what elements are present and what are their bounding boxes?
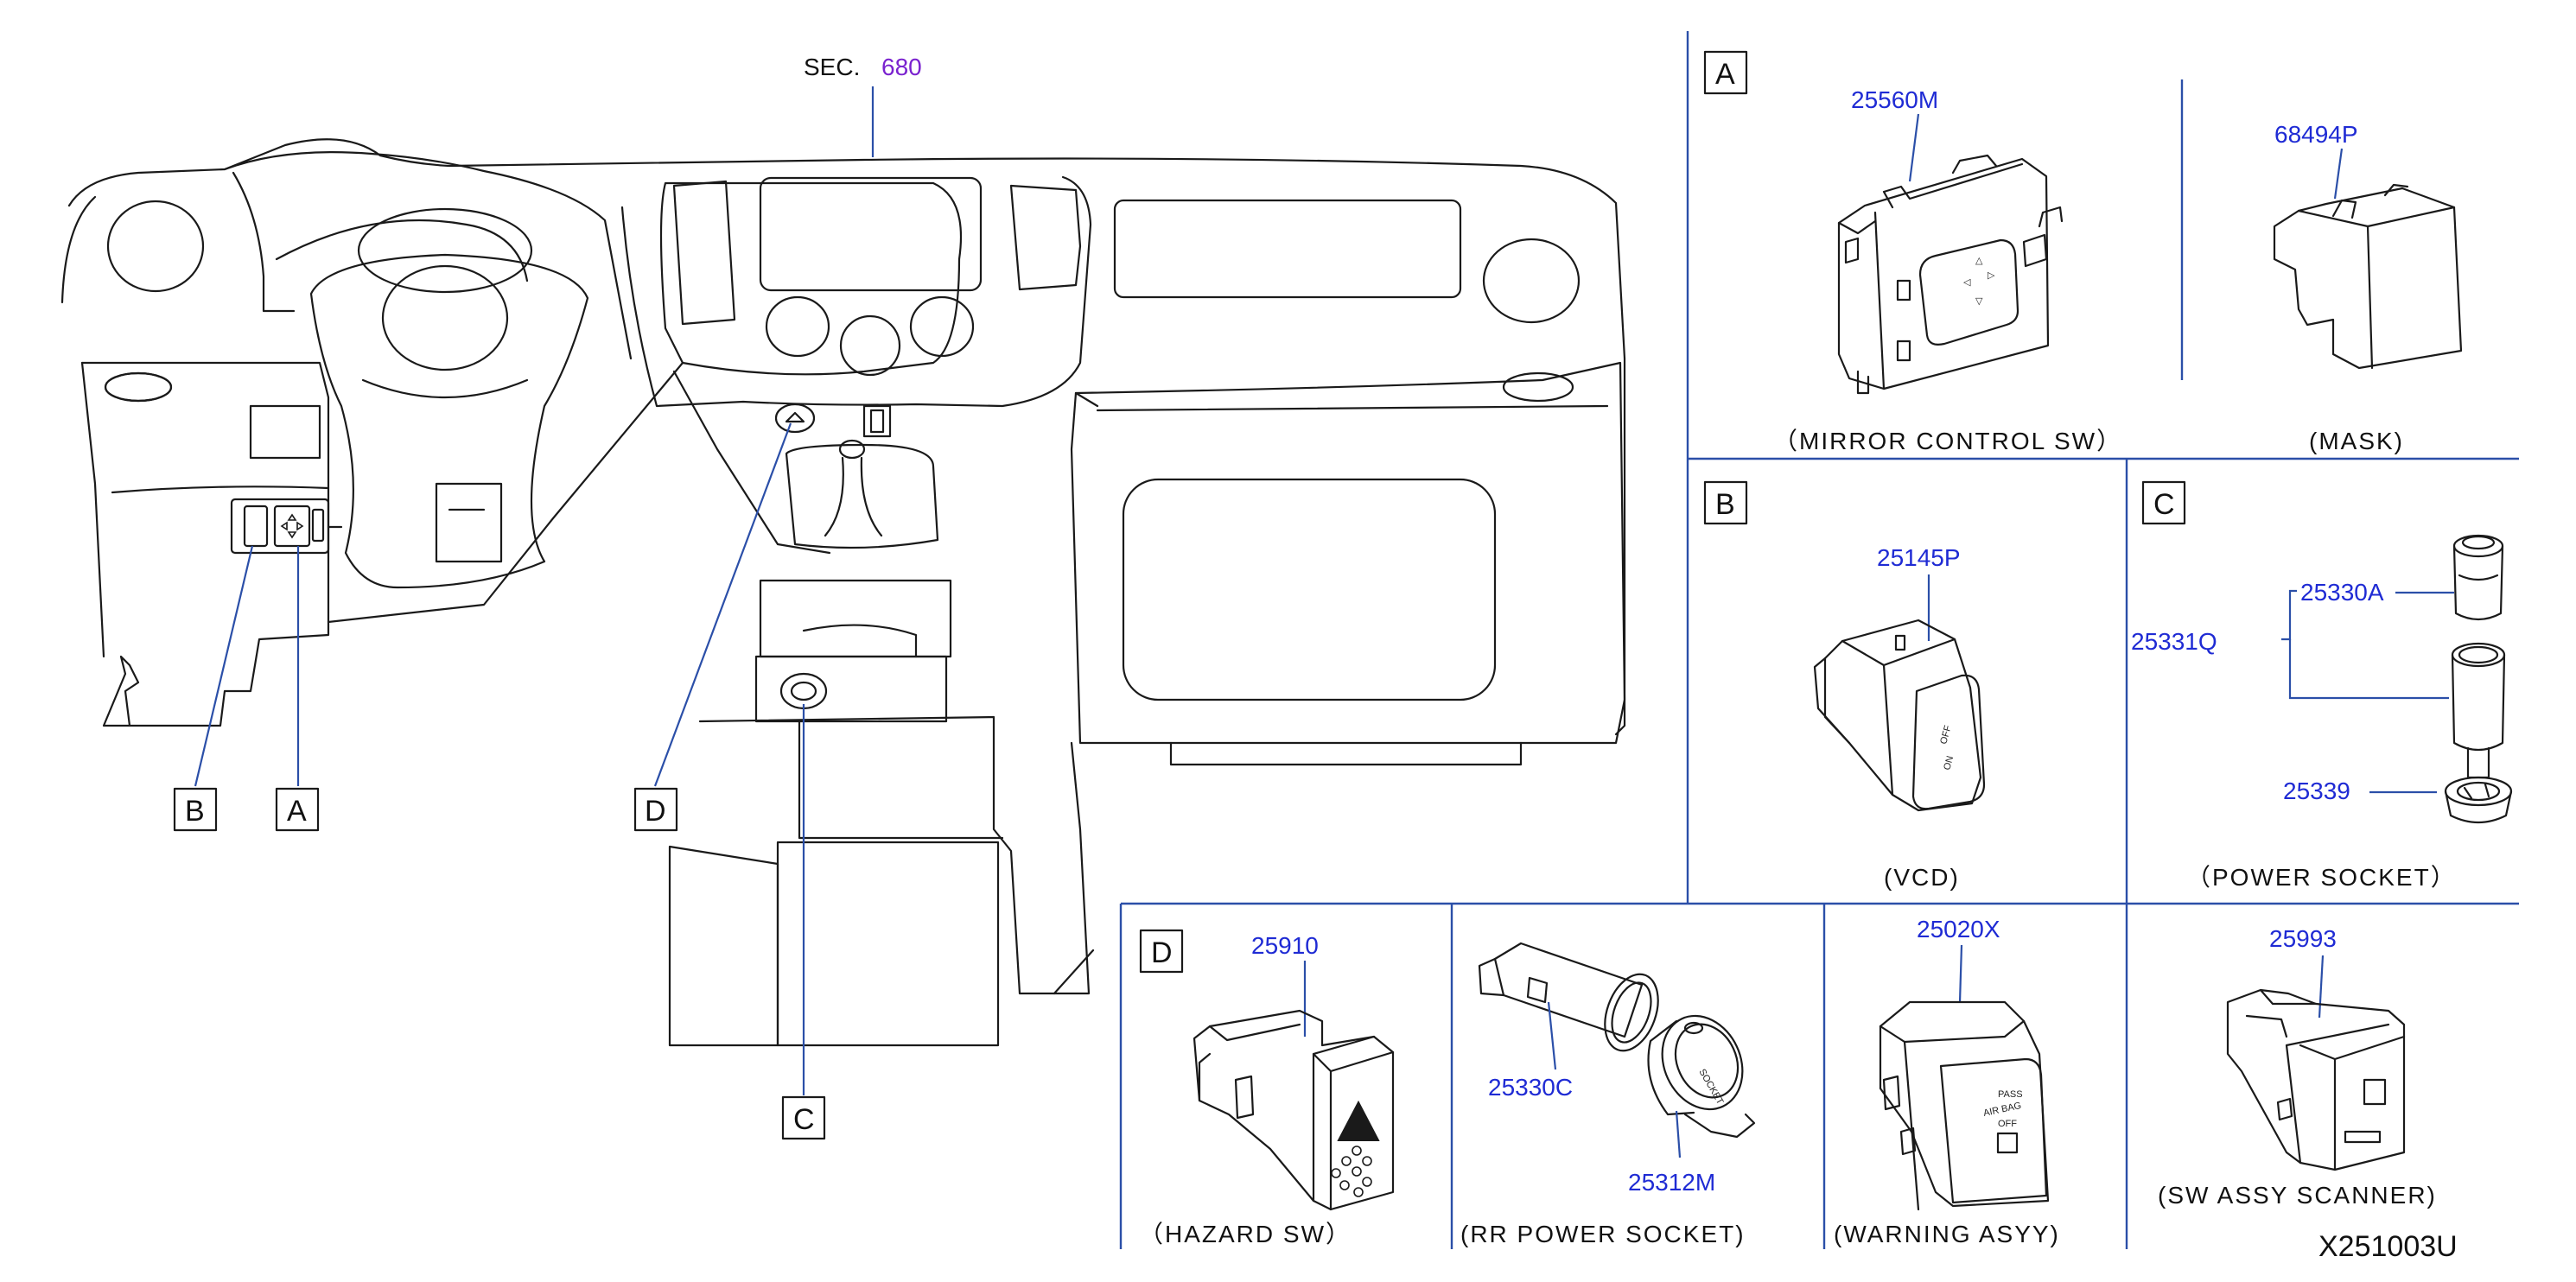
svg-text:△: △ bbox=[1975, 256, 1983, 266]
panel-d: D 25910 （HAZARD SW） 25330C bbox=[1139, 916, 2437, 1247]
warning-airbag-text: AIR BAG bbox=[1982, 1101, 2022, 1119]
callouts: B A D C bbox=[173, 422, 826, 1140]
part-number-25993: 25993 bbox=[2269, 925, 2337, 952]
part-number-25560M: 25560M bbox=[1851, 86, 1938, 113]
socket-ring-25339 bbox=[2444, 776, 2513, 824]
warning-off-text: OFF bbox=[1998, 1119, 2017, 1129]
rr-socket-25330C bbox=[1478, 942, 1659, 1052]
panel-c: C 25331Q 25330A 25339 （POWER SOCKET） bbox=[2131, 480, 2513, 891]
panel-d-letter: D bbox=[1151, 936, 1173, 969]
caption-mirror-control-sw: （MIRROR CONTROL SW） bbox=[1773, 428, 2122, 454]
rr-socket-25312M bbox=[1647, 1014, 1756, 1139]
vcd-off-text: OFF bbox=[1938, 724, 1953, 746]
caption-power-socket: （POWER SOCKET） bbox=[2186, 864, 2457, 891]
callout-d-letter: D bbox=[645, 795, 666, 828]
dashboard-illustration bbox=[60, 138, 1626, 1047]
svg-text:◁: ◁ bbox=[1963, 277, 1971, 288]
diagram-code: X251003U bbox=[2318, 1230, 2458, 1263]
panel-a: A 25560M ◁ ▷ △ ▽ （MIRROR CONTROL SW） 684… bbox=[1703, 50, 2463, 454]
panel-grid bbox=[1119, 31, 2519, 1249]
part-number-25312M: 25312M bbox=[1628, 1169, 1715, 1196]
mirror-control-switch bbox=[1837, 154, 2064, 395]
section-prefix: SEC. bbox=[804, 54, 860, 80]
caption-warning-asyy: (WARNING ASYY) bbox=[1834, 1221, 2060, 1247]
svg-text:▷: ▷ bbox=[1988, 270, 1995, 281]
panel-b: B 25145P OFF ON (VCD) bbox=[1703, 480, 1986, 891]
callout-a-letter: A bbox=[287, 795, 307, 828]
vcd-on-text: ON bbox=[1942, 755, 1956, 771]
mask-part bbox=[2273, 183, 2463, 370]
caption-hazard-sw: （HAZARD SW） bbox=[1139, 1221, 1352, 1247]
warning-pass-text: PASS bbox=[1998, 1089, 2023, 1100]
callout-b-letter: B bbox=[185, 795, 205, 828]
part-number-68494P: 68494P bbox=[2274, 121, 2358, 148]
caption-mask: (MASK) bbox=[2309, 428, 2404, 454]
scanner-switch bbox=[2226, 988, 2406, 1171]
caption-vcd: (VCD) bbox=[1884, 864, 1960, 891]
panel-c-letter: C bbox=[2153, 488, 2175, 521]
part-number-25339: 25339 bbox=[2283, 777, 2350, 804]
panel-b-letter: B bbox=[1715, 488, 1735, 521]
callout-b: B bbox=[173, 787, 218, 832]
warning-assy bbox=[1879, 1000, 2050, 1211]
callout-c: C bbox=[781, 1095, 826, 1140]
section-number: 680 bbox=[881, 54, 922, 80]
callout-c-letter: C bbox=[793, 1103, 815, 1136]
part-number-25331Q: 25331Q bbox=[2131, 628, 2217, 655]
caption-rr-power-socket: (RR POWER SOCKET) bbox=[1460, 1221, 1746, 1247]
hazard-dots bbox=[1331, 1146, 1372, 1197]
caption-sw-assy-scanner: (SW ASSY SCANNER) bbox=[2158, 1182, 2437, 1209]
svg-text:▽: ▽ bbox=[1975, 296, 1983, 307]
callout-d: D bbox=[633, 787, 678, 832]
part-number-25145P: 25145P bbox=[1877, 544, 1961, 571]
callout-a: A bbox=[275, 787, 320, 832]
part-number-25330C: 25330C bbox=[1488, 1074, 1573, 1101]
part-number-25020X: 25020X bbox=[1917, 916, 2000, 942]
socket-body-25331Q bbox=[2451, 642, 2506, 779]
panel-a-letter: A bbox=[1715, 58, 1735, 91]
socket-cap-25330A bbox=[2452, 534, 2504, 621]
socket-text: SOCKET bbox=[1696, 1068, 1725, 1107]
part-number-25330A: 25330A bbox=[2300, 579, 2384, 606]
hazard-switch bbox=[1193, 1009, 1395, 1211]
part-number-25910: 25910 bbox=[1251, 932, 1319, 959]
section-reference: SEC. 680 bbox=[804, 54, 922, 157]
vcd-switch bbox=[1813, 619, 1986, 812]
